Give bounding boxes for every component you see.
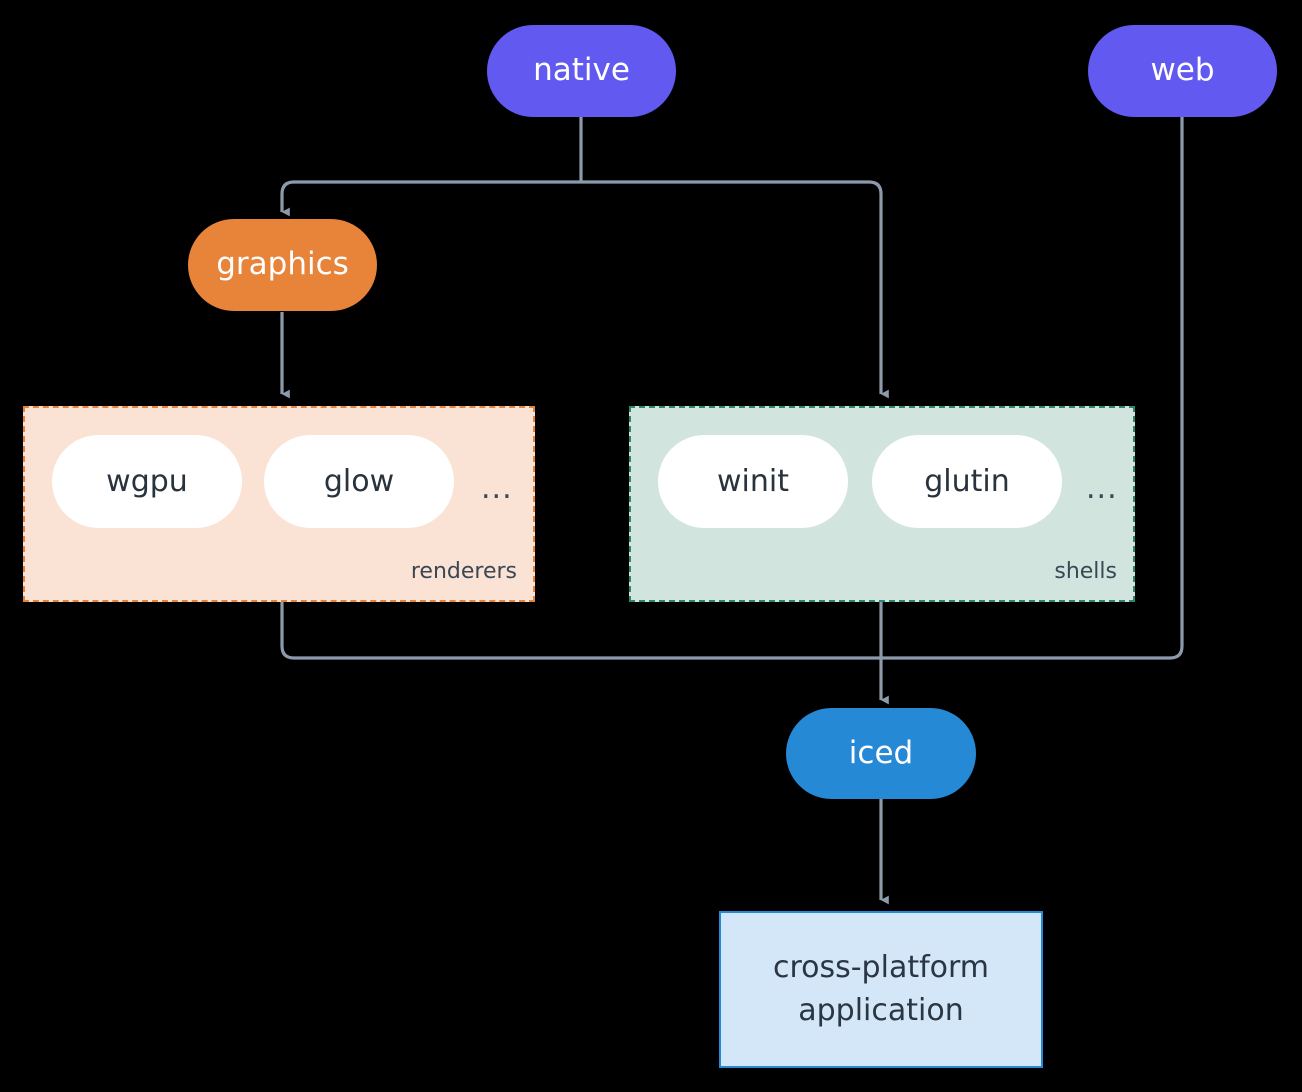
node-graphics-label: graphics	[216, 246, 349, 283]
group-item-wgpu[interactable]: wgpu	[52, 435, 242, 528]
node-application-line1: cross-platform	[772, 949, 990, 985]
edge-renderers-iced	[280, 602, 881, 660]
group-shells-ellipsis: ...	[1086, 471, 1118, 506]
node-application[interactable]: cross-platform application	[719, 911, 1043, 1068]
node-iced-label: iced	[848, 734, 914, 771]
group-item-glutin[interactable]: glutin	[872, 435, 1062, 528]
group-renderers: wgpu glow ... renderers	[23, 406, 535, 602]
group-item-glutin-label: glutin	[924, 464, 1010, 499]
group-item-glow-label: glow	[323, 464, 395, 499]
node-iced[interactable]: iced	[786, 708, 976, 799]
node-web-label: web	[1150, 52, 1215, 89]
group-shells-label: shells	[1054, 559, 1117, 584]
group-item-winit[interactable]: winit	[658, 435, 848, 528]
group-item-winit-label: winit	[717, 464, 789, 499]
node-web[interactable]: web	[1088, 25, 1277, 117]
edge-native-graphics	[280, 180, 581, 217]
node-native-label: native	[533, 52, 630, 89]
edge-native-shells	[581, 180, 889, 399]
node-native[interactable]: native	[487, 25, 676, 117]
group-renderers-label: renderers	[410, 559, 517, 584]
group-renderers-ellipsis: ...	[481, 471, 513, 506]
group-shells: winit glutin ... shells	[629, 406, 1135, 602]
node-application-line2: application	[798, 992, 964, 1028]
group-item-glow[interactable]: glow	[264, 435, 454, 528]
node-graphics[interactable]: graphics	[188, 219, 377, 311]
group-item-wgpu-label: wgpu	[106, 464, 188, 499]
